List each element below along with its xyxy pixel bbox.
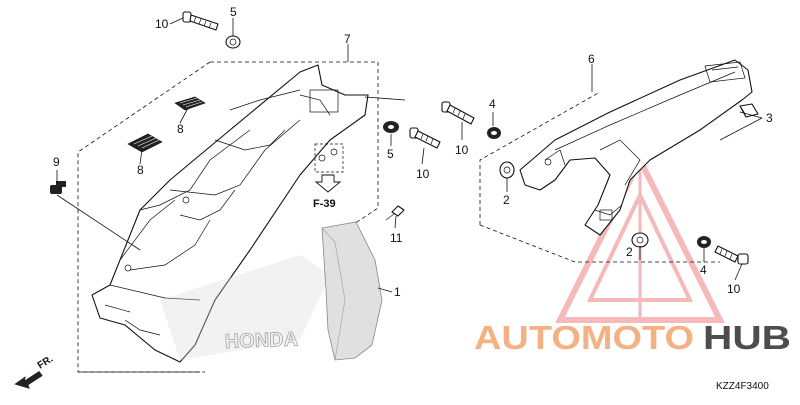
grommet-2-left [499, 161, 515, 179]
sticker-upper [174, 96, 206, 111]
mud-flap [321, 221, 383, 361]
part-code: KZZ4F3400 [716, 381, 769, 392]
damper-3 [739, 103, 759, 118]
watermark-hub: HUB [703, 319, 791, 356]
callout-9: 9 [53, 155, 60, 169]
callout-7: 7 [344, 32, 351, 46]
callout-11: 11 [390, 231, 403, 245]
side-cover-right [519, 59, 753, 236]
callout-3: 3 [766, 111, 773, 125]
grommet-5-top [225, 35, 241, 49]
leader-lines [56, 17, 763, 293]
grommet-5-mid [383, 121, 399, 133]
bolt-10-top [182, 11, 219, 31]
screw-11 [385, 205, 405, 221]
watermark-text: AUTOMOTO HUB [474, 319, 791, 356]
front-direction-label: FR. [36, 354, 56, 372]
grommet-2-bottom [631, 232, 649, 248]
callout-1: 1 [394, 285, 401, 299]
callout-5: 5 [387, 147, 394, 161]
honda-emboss: HONDA [224, 328, 298, 353]
watermark-automoto: AUTOMOTO [474, 319, 694, 356]
callout-8: 8 [177, 122, 184, 136]
callout-6: 6 [588, 52, 595, 66]
sticker-lower [127, 133, 163, 153]
callouts: 10 5 7 8 8 9 5 10 11 1 4 10 6 3 2 2 4 10 [53, 5, 773, 299]
bolt-9 [50, 181, 66, 194]
collar-4-upper [487, 127, 501, 139]
bolt-10-upper-right [441, 101, 475, 125]
callout-2: 2 [503, 193, 510, 207]
callout-10: 10 [455, 143, 469, 157]
bolt-10-mid [409, 127, 441, 149]
collar-4-lower [697, 236, 711, 248]
callout-10: 10 [727, 282, 741, 296]
left-assembly-frame [77, 61, 379, 373]
callout-10: 10 [416, 167, 430, 181]
callout-10: 10 [155, 17, 169, 31]
callout-8: 8 [137, 163, 144, 177]
callout-5: 5 [230, 5, 237, 19]
clip-dashed-group [314, 143, 344, 173]
callout-4: 4 [700, 263, 707, 277]
bolt-10-lower-right [714, 245, 749, 265]
callout-2: 2 [626, 245, 633, 259]
rear-fender-left-assembly: HONDA [91, 64, 369, 363]
front-direction-indicator: FR. [14, 354, 56, 389]
right-assembly-frame [479, 91, 720, 263]
ref-arrow [314, 174, 342, 193]
callout-4: 4 [489, 97, 496, 111]
reference-label: F-39 [313, 198, 336, 210]
